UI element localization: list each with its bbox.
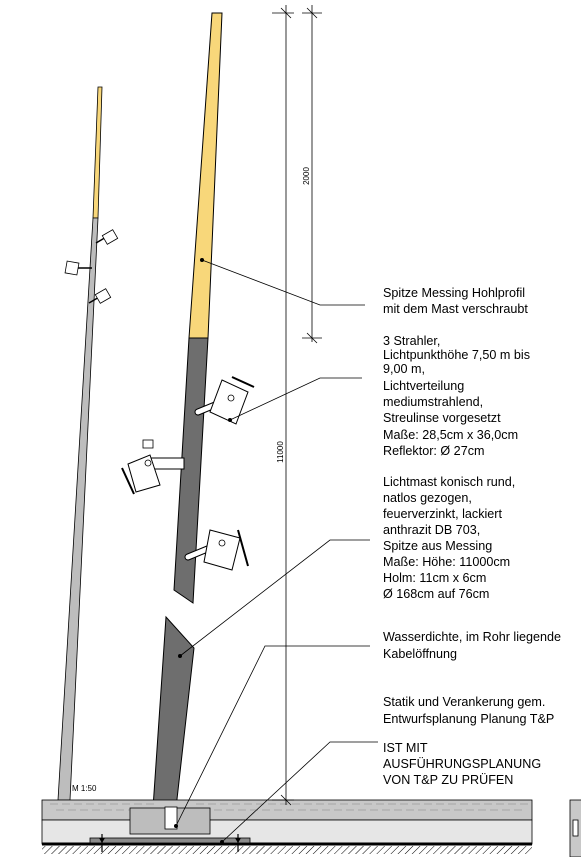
- dimension-tip: [302, 5, 322, 344]
- spotlight-upper: [194, 376, 255, 425]
- leader-tip: [201, 259, 365, 306]
- spotlight-lower: [184, 529, 249, 571]
- scale-label: M 1:50: [72, 784, 97, 793]
- mast-lower-section: [152, 615, 195, 809]
- small-spotlight-3: [88, 288, 112, 304]
- dimension-overall: [272, 5, 294, 806]
- small-spotlight-2: [64, 260, 92, 276]
- annotation-anchoring: Statik und Verankerung gem. Entwurfsplan…: [383, 695, 554, 726]
- annotation-check-notice: IST MIT AUSFÜHRUNGSPLANUNG VON T&P ZU PR…: [383, 741, 545, 787]
- dimension-overall-label: 11000: [276, 441, 285, 463]
- ground-section: [41, 799, 533, 854]
- paving-stones: [50, 803, 528, 811]
- dimension-tip-label: 2000: [302, 167, 311, 185]
- annotation-tip: Spitze Messing Hohlprofil mit dem Mast v…: [383, 286, 529, 316]
- adjacent-detail-edge: [569, 799, 581, 857]
- annotation-cable-opening: Wasserdichte, im Rohr liegende Kabelöffn…: [383, 630, 565, 661]
- leader-spotlights: [229, 377, 362, 421]
- anchor-plate: [89, 837, 251, 844]
- small-mast: [57, 86, 119, 801]
- leader-anchoring: [221, 741, 378, 843]
- soil-hatch: [42, 846, 532, 854]
- leader-mast: [179, 539, 370, 657]
- small-spotlight-1: [95, 229, 119, 245]
- mast-tip-brass: [188, 12, 223, 339]
- mast-upper-section: [173, 337, 209, 604]
- spotlight-middle: [121, 439, 185, 495]
- leader-lines: [175, 259, 378, 843]
- leader-dots: [174, 258, 232, 844]
- annotation-spotlights: 3 Strahler, Lichtpunkthöhe 7,50 m bis 9,…: [383, 334, 534, 458]
- small-mast-tip: [92, 86, 103, 219]
- small-mast-pole: [57, 217, 99, 801]
- annotation-mast: Lichtmast konisch rund, natlos gezogen, …: [383, 475, 519, 601]
- leader-cable-opening: [175, 645, 370, 827]
